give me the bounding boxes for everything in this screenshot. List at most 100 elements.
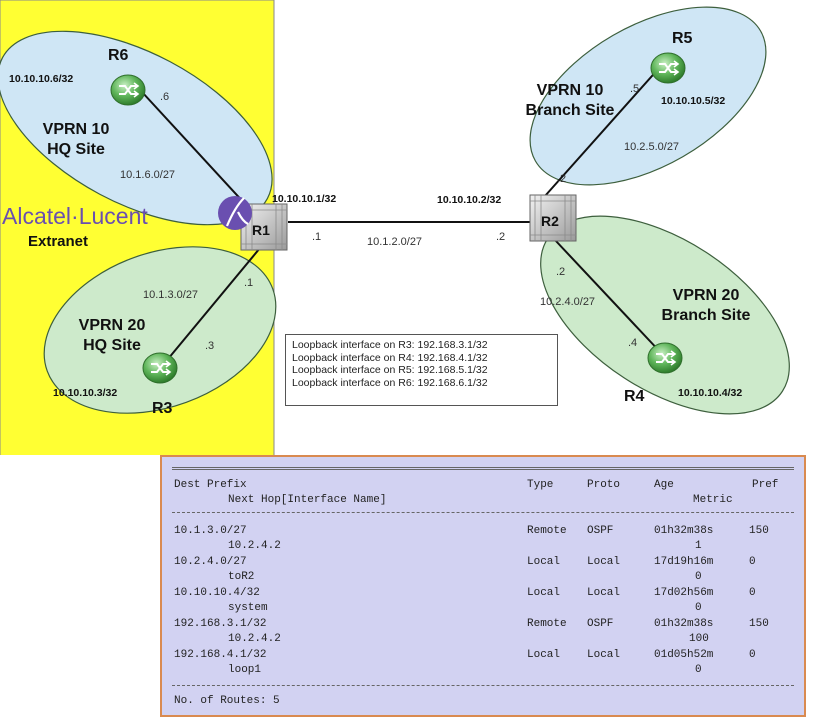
- vprn10-hq-site-area: [0, 30, 273, 226]
- table-row-proto: Local: [587, 587, 621, 599]
- table-row-proto: Local: [587, 649, 621, 661]
- table-row-metric: 0: [695, 664, 702, 676]
- router-r1-icon: [240, 203, 288, 251]
- table-row-age: 17d02h56m: [654, 587, 714, 599]
- table-row-nexthop: 10.2.4.2: [228, 633, 281, 645]
- link-r2-r5: [544, 66, 661, 197]
- hq10-site-line1: VPRN 10: [43, 121, 110, 138]
- table-row-age: 01h32m38s: [654, 618, 714, 630]
- loopback-info-box: Loopback interface on R3: 192.168.3.1/32…: [285, 334, 558, 406]
- r2-br10-interface: .2: [557, 173, 566, 185]
- link-r1-r3: [162, 247, 261, 366]
- col-dest-prefix: Dest Prefix: [174, 479, 247, 491]
- table-row-type: Remote: [527, 618, 567, 630]
- r5-name: R5: [672, 30, 693, 47]
- route-table-output: Dest Prefix Type Proto Age Pref Next Hop…: [160, 455, 806, 717]
- table-row-pref: 0: [749, 556, 756, 568]
- router-r5-icon: [650, 52, 686, 84]
- hq10-subnet: 10.1.6.0/27: [120, 169, 175, 181]
- col-pref: Pref: [752, 479, 779, 491]
- link-r2-r4: [554, 239, 664, 356]
- r2-system-address: 10.10.10.2/32: [437, 194, 501, 206]
- r1-core-interface: .1: [312, 231, 321, 243]
- r2-name: R2: [541, 213, 559, 229]
- r3-interface: .3: [205, 340, 214, 352]
- loopback-line: Loopback interface on R5: 192.168.5.1/32: [292, 364, 488, 376]
- router-r6-icon: [110, 74, 146, 106]
- table-row-pref: 150: [749, 525, 769, 537]
- br20-subnet: 10.2.4.0/27: [540, 296, 595, 308]
- col-next-hop: Next Hop[Interface Name]: [228, 494, 387, 506]
- r6-interface: .6: [160, 91, 169, 103]
- br10-site-line2: Branch Site: [526, 102, 615, 119]
- r4-system-address: 10.10.10.4/32: [678, 387, 742, 399]
- table-row-age: 17d19h16m: [654, 556, 714, 568]
- br10-site-line1: VPRN 10: [537, 82, 604, 99]
- br20-site-line2: Branch Site: [662, 307, 751, 324]
- table-rule: [172, 467, 794, 470]
- r4-name: R4: [624, 388, 645, 405]
- table-row-type: Local: [527, 649, 561, 661]
- vprn10-branch-site-area: [529, 6, 767, 186]
- col-proto: Proto: [587, 479, 621, 491]
- r1-name: R1: [252, 222, 270, 238]
- br20-site-line1: VPRN 20: [673, 287, 740, 304]
- router-r2-icon: [529, 194, 577, 242]
- hq20-site-line2: HQ Site: [83, 337, 141, 354]
- table-row-prefix: 10.1.3.0/27: [174, 525, 247, 537]
- table-row-type: Local: [527, 587, 561, 599]
- router-r3-icon: [142, 352, 178, 384]
- r6-name: R6: [108, 47, 129, 64]
- r3-name: R3: [152, 400, 173, 417]
- r1-hq20-interface: .1: [244, 277, 253, 289]
- r6-system-address: 10.10.10.6/32: [9, 73, 73, 85]
- table-row-proto: OSPF: [587, 618, 614, 630]
- table-row-type: Remote: [527, 525, 567, 537]
- col-type: Type: [527, 479, 554, 491]
- hq20-subnet: 10.1.3.0/27: [143, 289, 198, 301]
- router-r4-icon: [647, 342, 683, 374]
- col-age: Age: [654, 479, 674, 491]
- loopback-line: Loopback interface on R4: 192.168.4.1/32: [292, 351, 488, 364]
- table-row-nexthop: system: [228, 602, 268, 614]
- table-row-nexthop: loop1: [228, 664, 262, 676]
- r5-interface: .5: [630, 83, 639, 95]
- table-row-proto: Local: [587, 556, 621, 568]
- vprn20-hq-site-area: [43, 246, 277, 414]
- alcatel-lucent-logo-icon: [218, 196, 252, 230]
- r1-system-address: 10.10.10.1/32: [272, 193, 336, 205]
- table-row-age: 01d05h52m: [654, 649, 714, 661]
- br10-subnet: 10.2.5.0/27: [624, 141, 679, 153]
- table-row-type: Local: [527, 556, 561, 568]
- table-row-metric: 1: [695, 540, 702, 552]
- table-rule: [172, 512, 794, 513]
- r5-system-address: 10.10.10.5/32: [661, 95, 725, 107]
- table-row-prefix: 10.2.4.0/27: [174, 556, 247, 568]
- hq20-site-line1: VPRN 20: [79, 317, 146, 334]
- table-rule: [172, 685, 794, 686]
- alcatel-lucent-logo-swoosh: [225, 197, 249, 227]
- col-metric: Metric: [693, 494, 733, 506]
- table-row-proto: OSPF: [587, 525, 614, 537]
- loopback-line: Loopback interface on R6: 192.168.6.1/32: [292, 376, 488, 389]
- table-row-metric: 100: [689, 633, 709, 645]
- table-row-prefix: 10.10.10.4/32: [174, 587, 260, 599]
- brand-name: Alcatel·Lucent: [2, 203, 148, 229]
- table-row-pref: 150: [749, 618, 769, 630]
- table-row-nexthop: 10.2.4.2: [228, 540, 281, 552]
- table-row-prefix: 192.168.4.1/32: [174, 649, 267, 661]
- table-row-prefix: 192.168.3.1/32: [174, 618, 267, 630]
- loopback-line: Loopback interface on R3: 192.168.3.1/32: [292, 339, 488, 351]
- r4-interface: .4: [628, 337, 637, 349]
- r2-br20-interface: .2: [556, 266, 565, 278]
- route-count: No. of Routes: 5: [174, 695, 280, 707]
- hq10-site-line2: HQ Site: [47, 141, 105, 158]
- table-row-nexthop: toR2: [228, 571, 255, 583]
- table-row-pref: 0: [749, 587, 756, 599]
- table-row-metric: 0: [695, 602, 702, 614]
- table-row-pref: 0: [749, 649, 756, 661]
- r2-core-interface: .2: [496, 231, 505, 243]
- table-row-age: 01h32m38s: [654, 525, 714, 537]
- extranet-label: Extranet: [28, 233, 88, 250]
- core-link-subnet: 10.1.2.0/27: [367, 236, 422, 248]
